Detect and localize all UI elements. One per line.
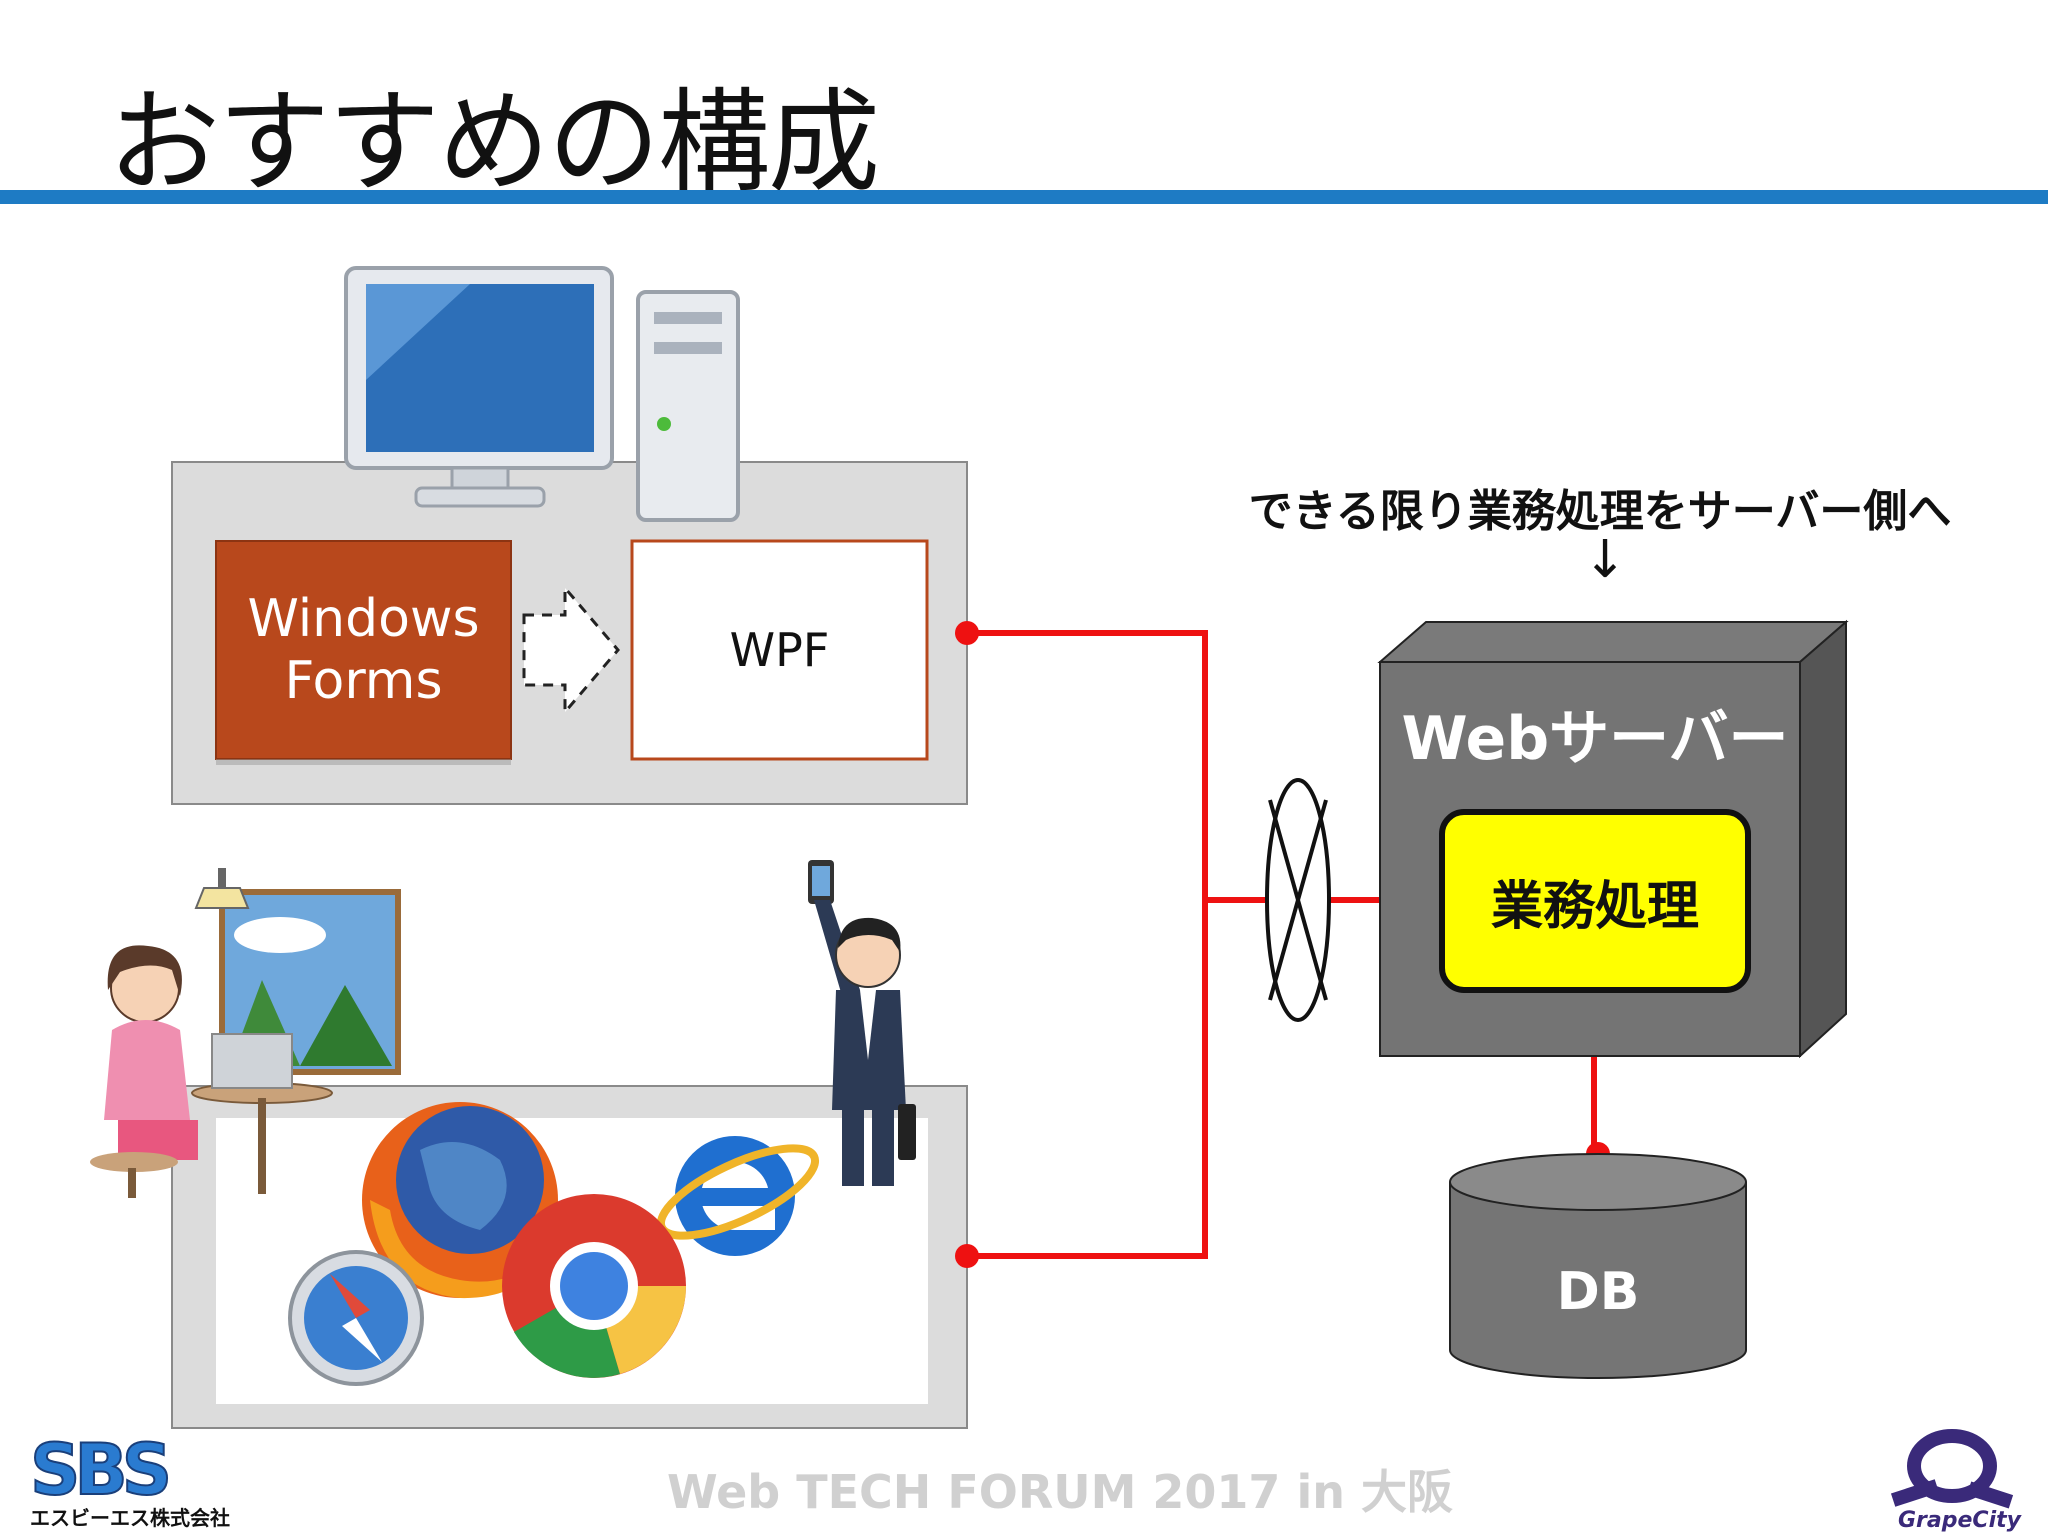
down-arrow-icon: ↓ (1583, 530, 1627, 590)
business-logic-box (1439, 809, 1751, 993)
server-side-note: できる限り業務処理をサーバー側へ (1248, 486, 1952, 537)
businessman-phone-icon (808, 860, 916, 1186)
dashed-right-arrow-icon (522, 583, 620, 717)
windows-forms-line2: Forms (284, 651, 443, 711)
web-server-label: Webサーバー (1401, 704, 1789, 774)
firewall-icon (1265, 778, 1331, 1022)
sbs-logo: SBS (29, 1428, 175, 1512)
database-cylinder (1449, 1153, 1747, 1379)
windows-forms-label: Windows Forms (216, 541, 511, 759)
windows-forms-line1: Windows (247, 589, 480, 649)
svg-text:SBS: SBS (30, 1429, 168, 1511)
grapecity-wordmark: GrapeCity (1898, 1508, 2021, 1533)
database-label: DB (1556, 1262, 1640, 1322)
business-logic-label: 業務処理 (1490, 876, 1699, 937)
slide-title: おすすめの構成 (108, 78, 880, 208)
desktop-monitor-icon (344, 266, 614, 508)
woman-laptop-icon (90, 868, 401, 1198)
safari-icon (288, 1250, 424, 1386)
grapecity-logo (1890, 1429, 2014, 1509)
chrome-icon (502, 1194, 686, 1378)
sbs-company-name: エスビーエス株式会社 (30, 1506, 230, 1530)
event-footer: Web TECH FORUM 2017 in 大阪 (667, 1465, 1453, 1519)
wpf-label: WPF (729, 623, 830, 677)
pc-tower-icon (636, 290, 740, 522)
title-divider (0, 190, 2048, 204)
firefox-icon (362, 1102, 558, 1299)
wpf-box (630, 539, 929, 761)
windows-forms-box (215, 540, 512, 760)
ie-icon (656, 1136, 820, 1256)
